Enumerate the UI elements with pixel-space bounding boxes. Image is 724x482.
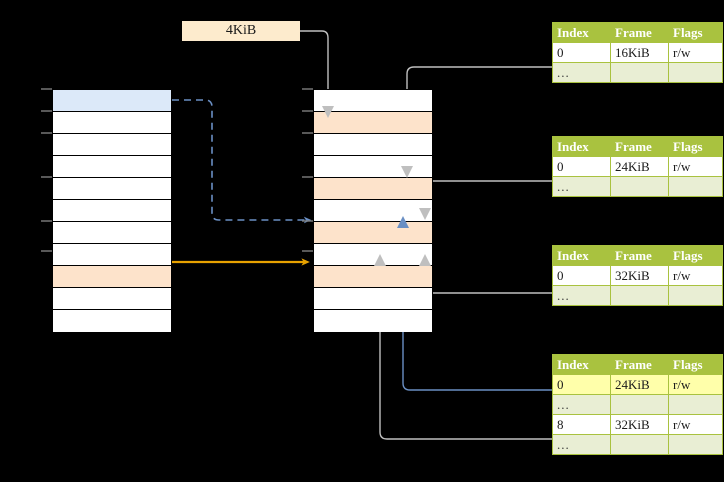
page-table-3: Index Frame Flags 0 32KiB r/w ...	[552, 245, 723, 306]
cell-flags: r/w	[668, 374, 723, 395]
cell-frame	[610, 176, 669, 197]
virtual-page-cell[interactable]	[53, 156, 171, 178]
physical-frame-cell[interactable]	[314, 244, 432, 266]
table-header-row: Index Frame Flags	[552, 22, 723, 43]
physical-frame-cell[interactable]	[314, 310, 432, 332]
cell-flags: r/w	[668, 156, 723, 177]
wire-table2-to-frame	[421, 180, 552, 222]
physical-frame-cell[interactable]	[314, 222, 432, 244]
cell-index: 0	[552, 156, 611, 177]
virtual-page-cell[interactable]	[53, 90, 171, 112]
cell-index: ...	[552, 62, 611, 83]
column-header-index: Index	[552, 354, 611, 375]
table-row[interactable]: 0 24KiB r/w	[552, 374, 723, 395]
table-row[interactable]: 0 24KiB r/w	[552, 156, 723, 177]
table-row[interactable]: ...	[552, 176, 723, 197]
cell-frame: 24KiB	[610, 374, 669, 395]
physical-frame-cell[interactable]	[314, 112, 432, 134]
cell-frame: 24KiB	[610, 156, 669, 177]
cell-index: 8	[552, 414, 611, 435]
virtual-page-cell[interactable]	[53, 310, 171, 332]
physical-frame-cell[interactable]	[314, 266, 432, 288]
physical-frame-cell[interactable]	[314, 90, 432, 112]
page-table-4: Index Frame Flags 0 24KiB r/w ... 8 32Ki…	[552, 354, 723, 455]
table-header-row: Index Frame Flags	[552, 354, 723, 375]
cell-flags	[668, 176, 723, 197]
column-header-flags: Flags	[668, 136, 723, 157]
cell-index: 0	[552, 42, 611, 63]
table-row[interactable]: 8 32KiB r/w	[552, 414, 723, 435]
virtual-memory-column	[52, 89, 172, 332]
cell-frame: 16KiB	[610, 42, 669, 63]
cell-flags	[668, 285, 723, 306]
virtual-page-cell[interactable]	[53, 222, 171, 244]
table-row[interactable]: ...	[552, 62, 723, 83]
column-header-index: Index	[552, 136, 611, 157]
virtual-page-cell[interactable]	[53, 112, 171, 134]
column-header-frame: Frame	[610, 354, 669, 375]
cell-flags: r/w	[668, 414, 723, 435]
physical-frame-cell[interactable]	[314, 134, 432, 156]
table-row[interactable]: ...	[552, 394, 723, 415]
column-header-frame: Frame	[610, 22, 669, 43]
table-header-row: Index Frame Flags	[552, 245, 723, 266]
table-row[interactable]: ...	[552, 434, 723, 455]
virtual-page-cell[interactable]	[53, 134, 171, 156]
page-table-1: Index Frame Flags 0 16KiB r/w ...	[552, 22, 723, 83]
physical-frame-cell[interactable]	[314, 156, 432, 178]
cell-index: 0	[552, 374, 611, 395]
page-size-label: 4KiB	[182, 21, 300, 41]
virtual-page-cell[interactable]	[53, 266, 171, 288]
cell-index: ...	[552, 434, 611, 455]
physical-memory-column	[313, 89, 433, 332]
column-header-flags: Flags	[668, 245, 723, 266]
cell-frame: 32KiB	[610, 414, 669, 435]
virtual-page-cell[interactable]	[53, 244, 171, 266]
cell-frame	[610, 394, 669, 415]
column-header-flags: Flags	[668, 22, 723, 43]
virtual-page-cell[interactable]	[53, 288, 171, 310]
virtual-page-cell[interactable]	[53, 200, 171, 222]
physical-frame-cell[interactable]	[314, 288, 432, 310]
cell-flags: r/w	[668, 265, 723, 286]
table-row[interactable]: ...	[552, 285, 723, 306]
table-row[interactable]: 0 16KiB r/w	[552, 42, 723, 63]
page-table-2: Index Frame Flags 0 24KiB r/w ...	[552, 136, 723, 197]
cell-index: ...	[552, 394, 611, 415]
table-row[interactable]: 0 32KiB r/w	[552, 265, 723, 286]
physical-frame-cell[interactable]	[314, 200, 432, 222]
cell-flags	[668, 62, 723, 83]
cell-frame	[610, 434, 669, 455]
virtual-page-cell[interactable]	[53, 178, 171, 200]
cell-frame	[610, 285, 669, 306]
cell-index: ...	[552, 176, 611, 197]
wire-table3-to-frame	[421, 260, 552, 294]
cell-index: ...	[552, 285, 611, 306]
cell-index: 0	[552, 265, 611, 286]
column-header-index: Index	[552, 245, 611, 266]
cell-flags: r/w	[668, 42, 723, 63]
cell-frame: 32KiB	[610, 265, 669, 286]
physical-frame-cell[interactable]	[314, 178, 432, 200]
wire-virtual-to-physical-dashed	[172, 99, 312, 224]
cell-frame	[610, 62, 669, 83]
column-header-index: Index	[552, 22, 611, 43]
cell-flags	[668, 434, 723, 455]
table-header-row: Index Frame Flags	[552, 136, 723, 157]
cell-flags	[668, 394, 723, 415]
column-header-frame: Frame	[610, 136, 669, 157]
column-header-flags: Flags	[668, 354, 723, 375]
column-header-frame: Frame	[610, 245, 669, 266]
